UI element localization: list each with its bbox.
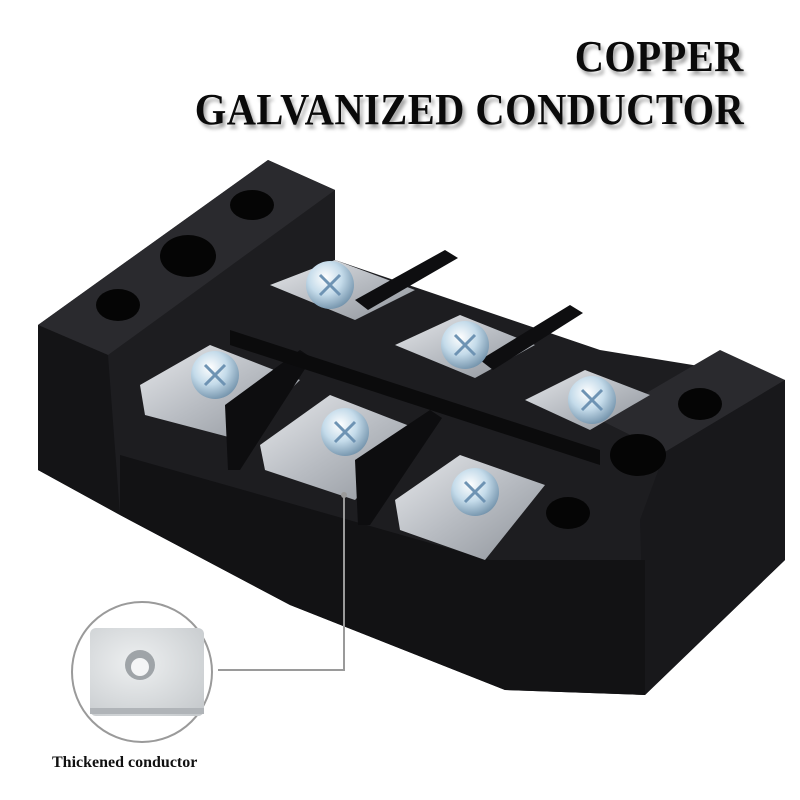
callout-line bbox=[218, 492, 347, 671]
inset-caption: Thickened conductor bbox=[52, 754, 198, 771]
inset-conductor-image bbox=[71, 601, 213, 743]
headline-galvanized-conductor: GALVANIZED CONDUCTOR bbox=[194, 85, 744, 134]
headline-copper: COPPER bbox=[574, 32, 744, 81]
screws bbox=[191, 261, 616, 516]
mounting-holes bbox=[96, 190, 722, 529]
